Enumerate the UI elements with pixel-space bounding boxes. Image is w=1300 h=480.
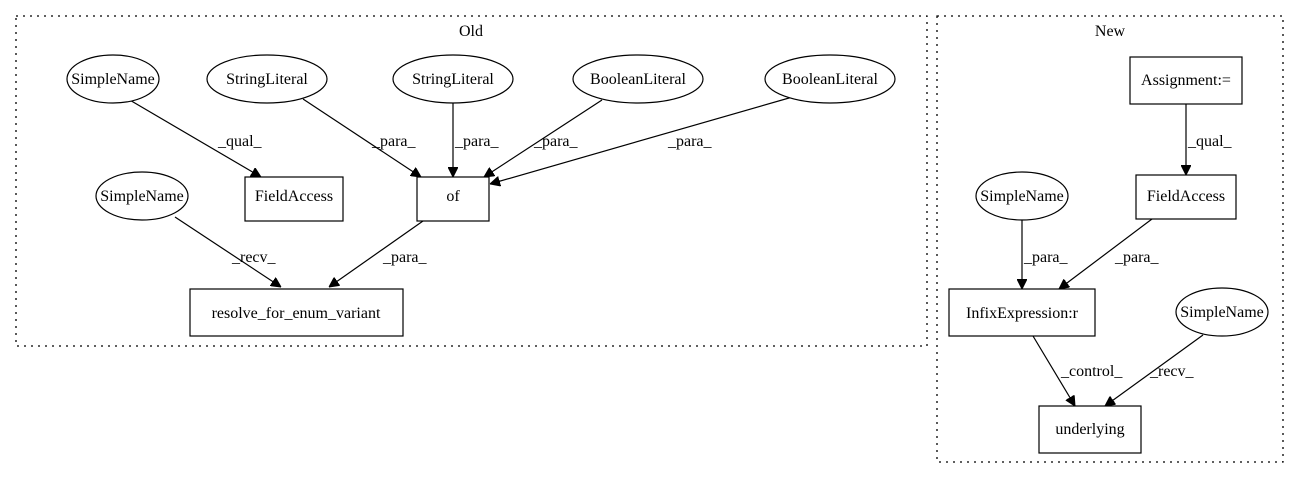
node-label: of xyxy=(446,188,460,205)
edge-old-para-2: _para_ xyxy=(453,103,500,177)
node-new-assignment[interactable]: Assignment:= xyxy=(1129,56,1243,105)
node-label: BooleanLiteral xyxy=(782,71,879,88)
edges-old: _qual_ _para_ _para_ _para_ _para_ _recv… xyxy=(127,95,797,287)
cluster-new-border xyxy=(936,15,1284,463)
edge-label-new-para-1: _para_ xyxy=(1023,249,1069,266)
cluster-new: New xyxy=(936,15,1284,463)
edge-label-old-para-4: _para_ xyxy=(667,133,713,150)
edge-new-para-2: _para_ xyxy=(1059,218,1160,289)
node-old-of[interactable]: of xyxy=(416,176,490,222)
edge-label-old-para-3: _para_ xyxy=(533,133,579,150)
node-old-booleanliteral-1[interactable]: BooleanLiteral xyxy=(572,54,704,104)
cluster-old-label: Old xyxy=(459,23,483,40)
node-old-fieldaccess[interactable]: FieldAccess xyxy=(244,176,344,222)
node-label: FieldAccess xyxy=(255,188,333,205)
node-new-infixexpression[interactable]: InfixExpression:r xyxy=(948,288,1096,337)
nodes-old: SimpleName StringLiteral StringLiteral B… xyxy=(66,54,896,337)
edge-label-old-para-5: _para_ xyxy=(382,249,428,266)
node-old-stringliteral-2[interactable]: StringLiteral xyxy=(392,54,514,104)
edge-label-old-para-2: _para_ xyxy=(454,133,500,150)
node-label: StringLiteral xyxy=(412,71,494,88)
edge-old-recv: _recv_ xyxy=(174,216,281,287)
cluster-old-border xyxy=(15,15,928,347)
edge-old-para-4: _para_ xyxy=(490,95,797,184)
node-label: BooleanLiteral xyxy=(590,71,687,88)
edge-old-para-3: _para_ xyxy=(484,99,603,177)
node-label: FieldAccess xyxy=(1147,188,1225,205)
node-old-resolve-for-enum-variant[interactable]: resolve_for_enum_variant xyxy=(189,288,404,337)
edge-label-new-para-2: _para_ xyxy=(1114,249,1160,266)
node-new-fieldaccess[interactable]: FieldAccess xyxy=(1135,174,1237,220)
node-label: SimpleName xyxy=(71,71,155,88)
edge-new-control: _control_ xyxy=(1032,335,1123,406)
node-new-simplename-recv[interactable]: SimpleName xyxy=(1175,287,1269,337)
node-new-simplename-para[interactable]: SimpleName xyxy=(975,171,1069,221)
node-label: SimpleName xyxy=(100,188,184,205)
node-label: Assignment:= xyxy=(1141,72,1231,89)
edge-old-para-1: _para_ xyxy=(302,98,421,177)
edge-old-para-5: _para_ xyxy=(329,220,428,287)
nodes-new: Assignment:= FieldAccess SimpleName Infi… xyxy=(948,56,1269,454)
edge-new-recv: _recv_ xyxy=(1105,334,1204,406)
edge-old-qual: _qual_ xyxy=(127,98,263,177)
node-label: StringLiteral xyxy=(226,71,308,88)
edge-label-new-control: _control_ xyxy=(1060,363,1123,380)
edge-label-old-recv: _recv_ xyxy=(231,249,277,266)
edge-label-new-qual: _qual_ xyxy=(1187,133,1233,150)
edge-new-qual: _qual_ xyxy=(1186,104,1233,175)
edge-label-old-qual: _qual_ xyxy=(217,133,263,150)
node-old-booleanliteral-2[interactable]: BooleanLiteral xyxy=(764,54,896,104)
node-label: InfixExpression:r xyxy=(966,305,1079,322)
node-label: underlying xyxy=(1055,421,1124,438)
node-old-stringliteral-1[interactable]: StringLiteral xyxy=(206,54,328,104)
edge-label-old-para-1: _para_ xyxy=(371,133,417,150)
edge-new-para-1: _para_ xyxy=(1022,219,1069,289)
edges-new: _qual_ _para_ _para_ _control_ _recv_ xyxy=(1022,104,1233,406)
edge-label-new-recv: _recv_ xyxy=(1149,363,1195,380)
cluster-old: Old xyxy=(15,15,928,347)
node-old-simplename-qual[interactable]: SimpleName xyxy=(66,54,160,104)
node-label: resolve_for_enum_variant xyxy=(212,305,381,322)
node-label: SimpleName xyxy=(1180,304,1264,321)
cluster-new-label: New xyxy=(1095,23,1126,40)
node-label: SimpleName xyxy=(980,188,1064,205)
node-new-underlying[interactable]: underlying xyxy=(1038,405,1142,454)
node-old-simplename-recv[interactable]: SimpleName xyxy=(95,171,189,221)
